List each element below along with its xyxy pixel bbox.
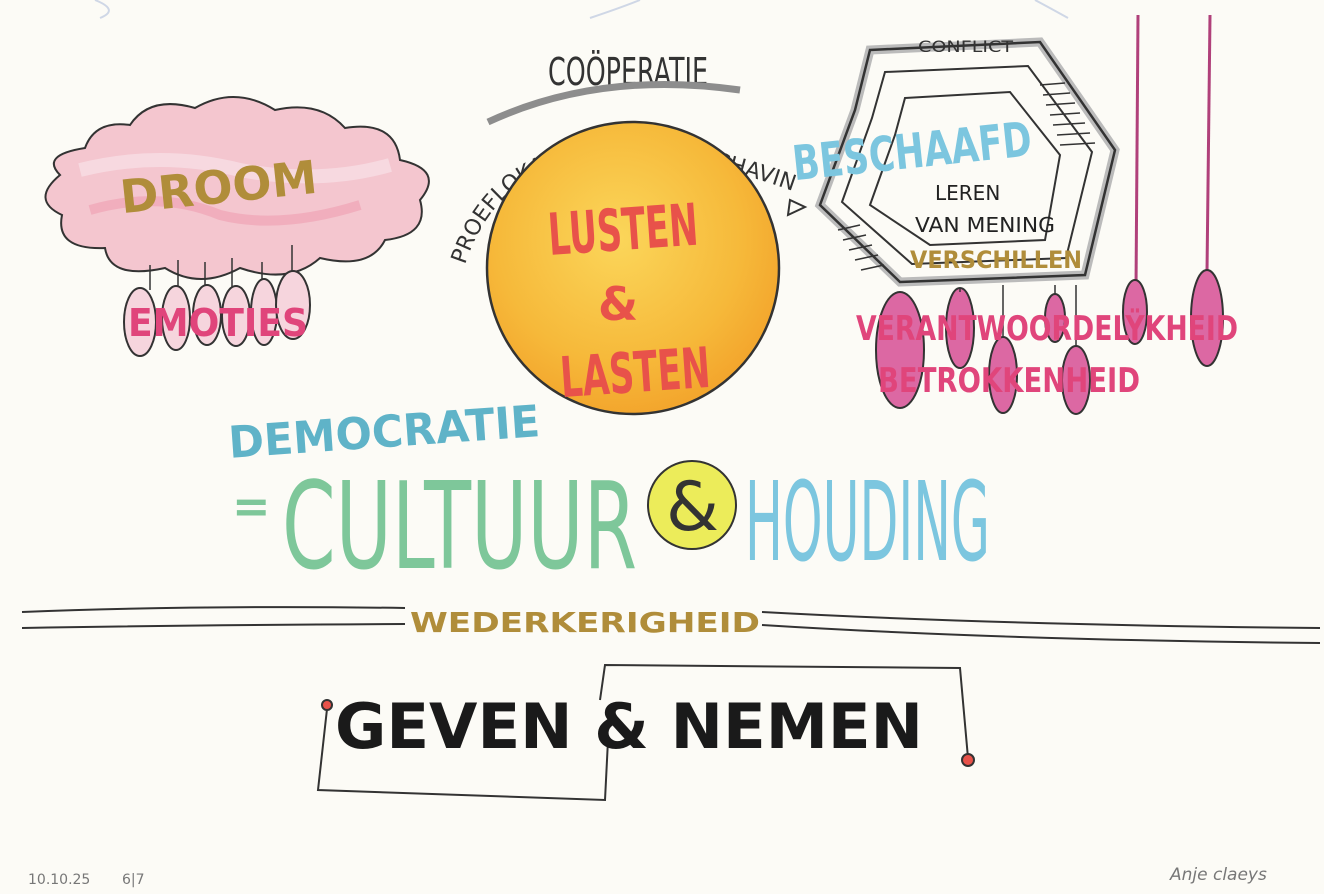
ampersand-circle (647, 460, 737, 550)
conflict-hexagon (786, 37, 1120, 287)
verantwoordelijkheid-text: VERANTWOORDELŸKHEID (856, 308, 1238, 349)
value-pendants (875, 269, 1224, 415)
leren-text: LEREN (935, 181, 1000, 205)
houding-text: HOUDING (745, 458, 990, 586)
artist-signature: Anje claeys (1169, 865, 1267, 885)
page-number: 6|7 (122, 872, 145, 888)
date-text: 10.10.25 (28, 872, 90, 888)
top-arc-decoration (589, 0, 641, 19)
geven-nemen-title: GEVEN & NEMEN (335, 690, 923, 763)
sun-circle (485, 120, 781, 416)
lusten-text: LUSTEN (546, 191, 700, 269)
emoties-label: EMOTIES (128, 301, 308, 345)
cooperatie-underline (486, 80, 741, 126)
hanging-string (1205, 14, 1212, 273)
equals-sign: = (232, 479, 271, 533)
wederkerigheid-text: WEDERKERIGHEID (410, 606, 760, 639)
dream-cloud (44, 96, 430, 300)
center-ampersand: & (666, 468, 719, 547)
van-mening-text: VAN MENING (915, 213, 1055, 237)
top-arc-decoration (94, 0, 110, 19)
cultuur-text: CULTUUR (282, 458, 637, 597)
emotion-pendants (123, 270, 311, 357)
hanging-string (1134, 14, 1140, 289)
sun-ampersand: & (598, 277, 638, 331)
lasten-text: LASTEN (558, 336, 712, 411)
top-arc-decoration (1034, 0, 1069, 19)
divider-lines (21, 606, 1321, 644)
conflict-label: CONFLICT (918, 37, 1013, 56)
betrokkenheid-text: BETROKKENHEID (878, 361, 1140, 401)
geven-nemen-frame (316, 663, 975, 802)
verschillen-text: VERSCHILLEN (910, 246, 1082, 274)
